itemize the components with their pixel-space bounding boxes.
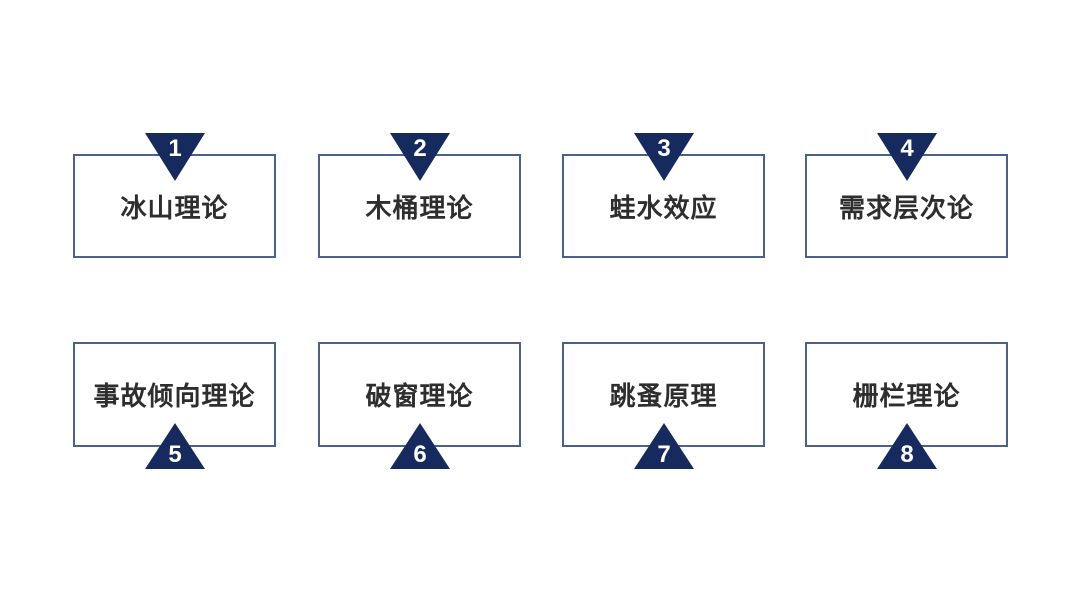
theory-label: 需求层次论	[838, 192, 974, 223]
theory-label: 跳蚤原理	[609, 381, 718, 411]
marker-number: 3	[657, 135, 671, 162]
theory-label: 破窗理论	[365, 381, 474, 411]
theory-label: 事故倾向理论	[93, 381, 256, 411]
marker-number: 2	[413, 135, 427, 162]
theory-box-3: 蛙水效应	[562, 154, 765, 258]
theory-box-4: 需求层次论	[805, 154, 1008, 258]
marker-number: 4	[900, 135, 914, 162]
theory-label: 栅栏理论	[852, 381, 961, 411]
marker-number: 5	[168, 441, 182, 468]
marker-number: 1	[168, 135, 182, 162]
marker-number: 6	[413, 441, 427, 468]
theory-label: 冰山理论	[120, 192, 229, 223]
marker-number: 8	[900, 441, 914, 468]
marker-number: 7	[657, 441, 671, 468]
theory-label: 蛙水效应	[609, 192, 718, 223]
theory-label: 木桶理论	[365, 192, 474, 223]
